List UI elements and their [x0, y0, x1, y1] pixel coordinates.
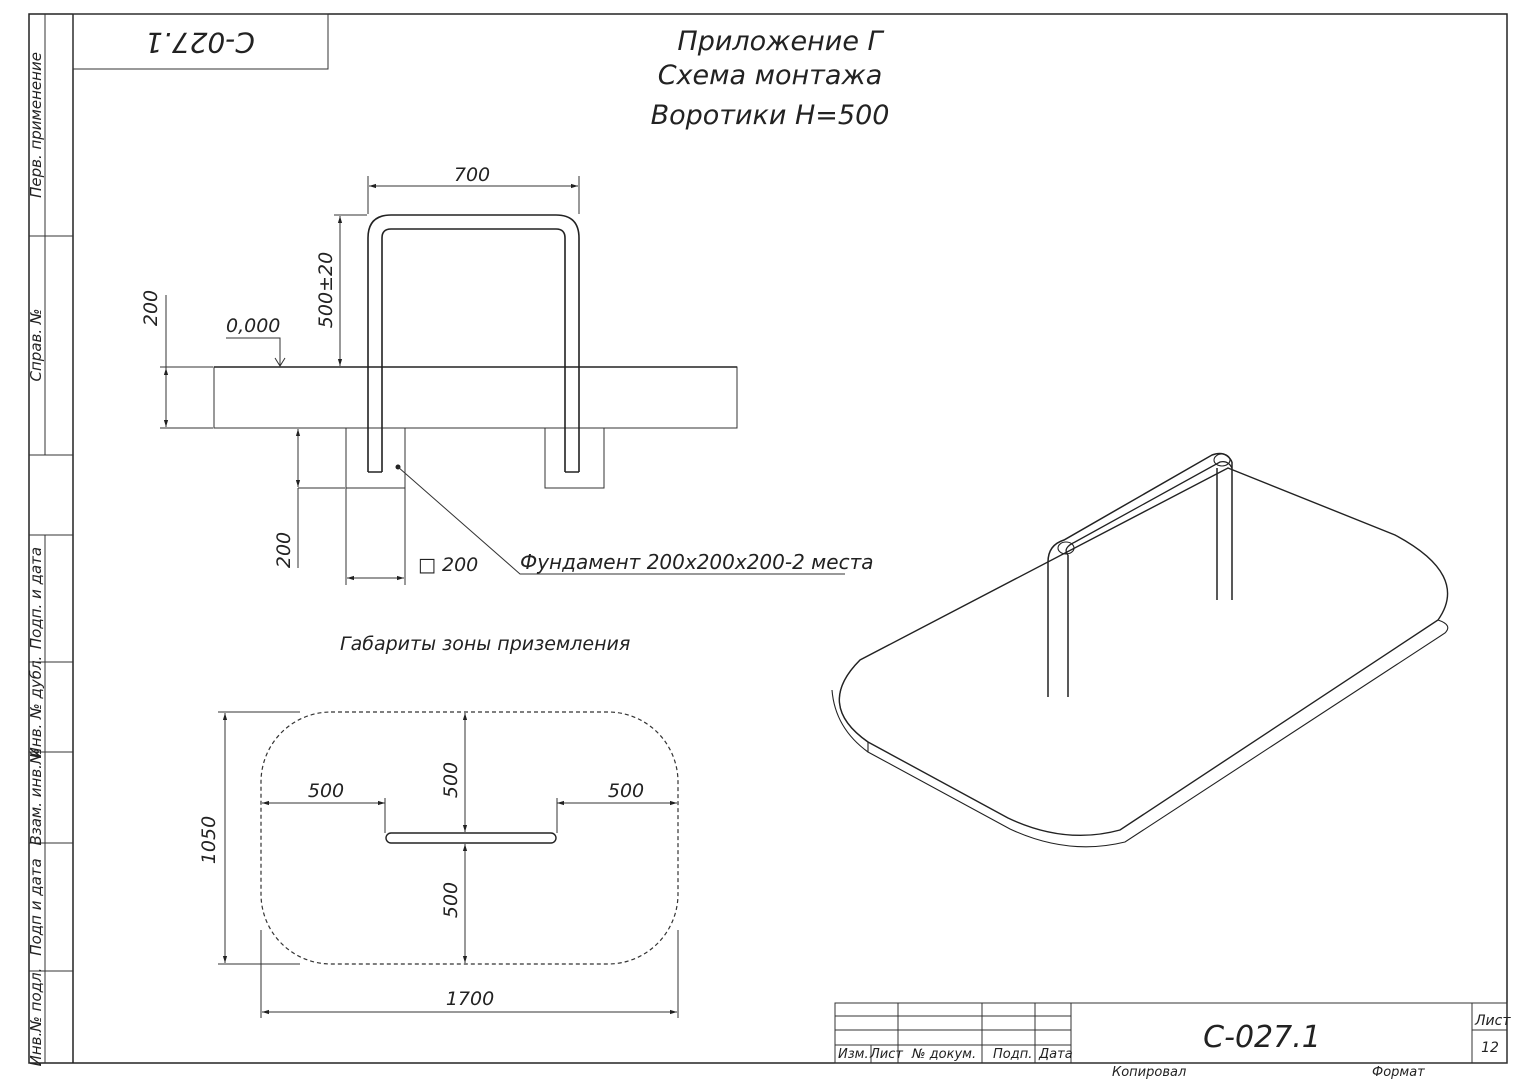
side-label-inv-dubl: Инв. № дубл.: [27, 656, 45, 759]
title-line-1: Приложение Г: [677, 26, 884, 57]
plan-caption: Габариты зоны приземления: [340, 633, 630, 655]
designation: С-027.1: [1203, 1020, 1321, 1055]
plan-dim-bottom: 500: [440, 882, 462, 918]
plan-dim-total-width: 1700: [446, 988, 494, 1010]
dim-slab-200: 200: [140, 290, 162, 326]
corner-stamp-text: С-027.1: [145, 26, 255, 59]
side-label-podp-2: Подп и дата: [27, 858, 45, 955]
plan-dim-top: 500: [440, 762, 462, 798]
side-label-podp-1: Подп. и дата: [27, 547, 45, 649]
col-izm: Изм.: [838, 1047, 869, 1062]
foundation-callout: Фундамент 200х200х200-2 места: [520, 550, 873, 574]
col-date: Дата: [1038, 1047, 1073, 1062]
col-sign: Подп.: [993, 1047, 1032, 1062]
dim-width-700: 700: [454, 164, 490, 186]
dim-foundation-side: □ 200: [418, 554, 478, 576]
sheet-number: 12: [1481, 1040, 1499, 1056]
plan-dim-right: 500: [608, 780, 644, 802]
drawing-title: Приложение Г Схема монтажа Воротики Н=50…: [651, 26, 890, 131]
side-label-vzam: Взам. инв.№: [27, 748, 45, 845]
title-line-3: Воротики Н=500: [651, 100, 890, 131]
plan-view: Габариты зоны приземления 500 500 500 50…: [198, 633, 679, 1018]
format-label: Формат: [1372, 1065, 1425, 1080]
title-block: Изм. Лист № докум. Подп. Дата С-027.1 Ли…: [834, 1002, 1511, 1080]
sheet-frame: [28, 13, 1508, 1064]
col-doc: № докум.: [911, 1047, 976, 1062]
sheet-label: Лист: [1474, 1013, 1511, 1029]
col-list: Лист: [869, 1047, 903, 1062]
side-stamp: Перв. применение Справ. № Подп. и дата И…: [27, 52, 45, 1066]
plan-dim-left: 500: [308, 780, 344, 802]
dim-height-500: 500±20: [315, 252, 337, 328]
level-mark: 0,000: [226, 315, 280, 337]
side-label-perv: Перв. применение: [27, 52, 45, 198]
plan-dim-total-height: 1050: [198, 816, 220, 864]
corner-stamp: С-027.1: [72, 13, 329, 70]
dim-foundation-depth: 200: [273, 532, 295, 568]
elevation-view: 700 500±20 200 0,000 200 □ 200 Фундамент…: [140, 164, 873, 585]
copied-label: Копировал: [1112, 1065, 1186, 1080]
side-label-sprav: Справ. №: [27, 309, 45, 382]
isometric-view: [831, 452, 1449, 848]
side-label-inv-podl: Инв.№ подл.: [27, 968, 45, 1067]
title-line-2: Схема монтажа: [658, 60, 883, 91]
